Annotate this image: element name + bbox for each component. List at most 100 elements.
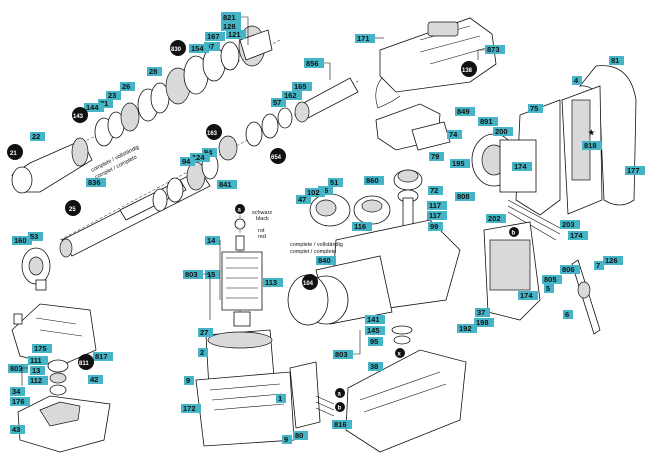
svg-text:200: 200 xyxy=(495,127,508,136)
svg-text:203: 203 xyxy=(562,220,575,229)
wire-red-de: rot xyxy=(258,228,265,234)
svg-text:849: 849 xyxy=(457,107,470,116)
leader-lines xyxy=(21,16,485,386)
svg-text:856: 856 xyxy=(306,59,319,68)
tag-97: 97 xyxy=(204,42,220,51)
svg-text:43: 43 xyxy=(12,425,20,434)
svg-text:14: 14 xyxy=(207,236,216,245)
svg-text:818: 818 xyxy=(584,141,597,150)
svg-text:171: 171 xyxy=(357,34,370,43)
callout-tags: 821 128 121 167 97 154 830 28 26 23 31 1… xyxy=(7,12,645,444)
tag-47: 47 xyxy=(296,195,311,204)
svg-text:102: 102 xyxy=(307,188,320,197)
svg-text:9: 9 xyxy=(284,435,288,444)
tag-15: 15 xyxy=(205,270,220,279)
svg-text:25: 25 xyxy=(69,207,76,213)
svg-text:160: 160 xyxy=(14,236,27,245)
svg-text:38: 38 xyxy=(370,362,378,371)
tag-805: 805 xyxy=(542,275,562,284)
svg-text:31: 31 xyxy=(100,99,108,108)
tag-811: 811 xyxy=(78,354,94,370)
tag-34: 34 xyxy=(10,387,25,396)
tag-22: 22 xyxy=(30,132,45,141)
svg-text:13: 13 xyxy=(32,366,40,375)
tag-849: 849 xyxy=(455,107,475,116)
tag-816: 816 xyxy=(332,420,352,429)
tag-37: 37 xyxy=(475,308,490,317)
svg-text:144: 144 xyxy=(86,103,99,112)
tag-830: 830 xyxy=(170,40,186,56)
svg-text:172: 172 xyxy=(183,404,196,413)
housing-covers xyxy=(287,17,637,335)
tag-9a: 9 xyxy=(184,376,194,385)
svg-text:154: 154 xyxy=(191,44,204,53)
svg-text:860: 860 xyxy=(366,176,379,185)
svg-text:47: 47 xyxy=(298,195,306,204)
tag-7: 7 xyxy=(594,261,604,270)
tag-177: 177 xyxy=(625,166,645,175)
svg-text:175: 175 xyxy=(34,344,47,353)
svg-text:117: 117 xyxy=(429,211,441,220)
tag-26: 26 xyxy=(120,82,135,91)
tag-154: 154 xyxy=(189,44,209,53)
tag-803a: 803 xyxy=(183,270,203,279)
tag-803c: 803 xyxy=(8,364,28,373)
svg-text:192: 192 xyxy=(459,324,472,333)
tag-195: 195 xyxy=(450,159,470,168)
svg-text:174: 174 xyxy=(520,291,533,300)
tag-818: 818 xyxy=(582,141,602,150)
tag-99: 99 xyxy=(428,222,443,231)
motor-assembly xyxy=(195,215,335,447)
tag-113: 113 xyxy=(263,278,283,287)
tag-53: 53 xyxy=(28,232,43,241)
svg-text:177: 177 xyxy=(627,166,640,175)
svg-text:28: 28 xyxy=(149,67,157,76)
tag-104: 104 xyxy=(302,274,318,290)
tag-75: 75 xyxy=(528,104,543,113)
svg-text:836: 836 xyxy=(88,178,101,187)
marker-x: x xyxy=(395,348,405,358)
svg-text:5: 5 xyxy=(546,284,550,293)
tag-836: 836 xyxy=(86,178,106,187)
svg-text:195: 195 xyxy=(452,159,465,168)
svg-text:15: 15 xyxy=(207,270,215,279)
lower-left-assembly xyxy=(11,303,111,453)
tag-28: 28 xyxy=(147,67,162,76)
svg-text:74: 74 xyxy=(449,130,458,139)
tag-145: 145 xyxy=(365,326,385,335)
svg-text:163: 163 xyxy=(207,131,218,137)
marker-a-1: a xyxy=(235,204,245,214)
svg-text:808: 808 xyxy=(457,192,470,201)
tag-5: 5 xyxy=(544,284,554,293)
marker-b-2: b xyxy=(509,227,519,237)
svg-text:27: 27 xyxy=(200,328,208,337)
svg-text:198: 198 xyxy=(476,318,489,327)
svg-text:891: 891 xyxy=(480,117,493,126)
svg-text:81: 81 xyxy=(611,56,619,65)
tag-51: 51 xyxy=(328,178,343,187)
tag-165: 165 xyxy=(292,82,312,91)
tag-192: 192 xyxy=(457,324,477,333)
tag-808: 808 xyxy=(455,192,475,201)
marker-b-1: b xyxy=(335,402,345,412)
svg-text:2: 2 xyxy=(200,348,204,357)
svg-text:42: 42 xyxy=(90,375,98,384)
svg-text:821: 821 xyxy=(223,13,236,22)
tag-873: 873 xyxy=(485,45,505,54)
svg-text:817: 817 xyxy=(95,352,108,361)
svg-text:53: 53 xyxy=(30,232,38,241)
svg-text:26: 26 xyxy=(122,82,130,91)
tag-124: 124 xyxy=(190,153,210,162)
tag-117b: 117 xyxy=(427,211,447,220)
tag-203: 203 xyxy=(560,220,580,229)
letter-markers: a a b b x ★ xyxy=(235,128,596,412)
tag-841: 841 xyxy=(217,180,237,189)
svg-text:145: 145 xyxy=(367,326,380,335)
tag-38: 38 xyxy=(368,362,383,371)
tag-202: 202 xyxy=(486,214,506,223)
tag-21: 21 xyxy=(7,144,23,160)
svg-text:51: 51 xyxy=(330,178,338,187)
tag-138: 138 xyxy=(461,61,477,77)
tag-27: 27 xyxy=(198,328,213,337)
